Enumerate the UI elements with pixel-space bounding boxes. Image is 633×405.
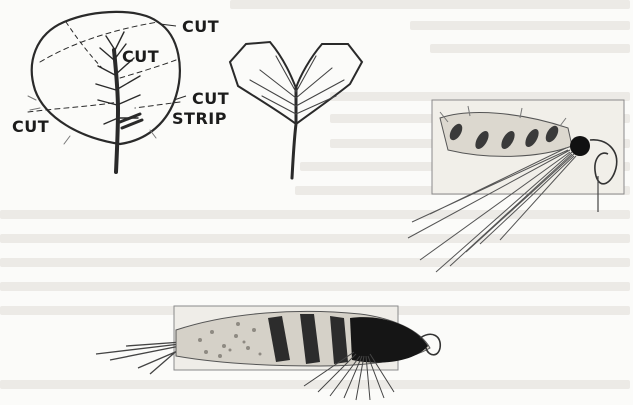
feather-outline [32, 12, 180, 144]
fly-tail-fibers [96, 342, 182, 374]
label-strip: STRIP [172, 109, 227, 128]
fly-head [350, 317, 428, 363]
feather-stem [114, 50, 118, 172]
feather-cut-diagram [28, 12, 180, 172]
label-cut-center: CUT [122, 47, 159, 66]
cut-line-dashed [66, 22, 102, 68]
label-cut-top-right: CUT [182, 17, 219, 36]
label-cut-right: CUT [192, 89, 229, 108]
trimmed-feather-diagram [230, 42, 362, 178]
strip-marks [120, 114, 142, 128]
label-cut-left: CUT [12, 117, 49, 136]
fly-head [570, 136, 590, 156]
trimmed-feather-stem [292, 88, 296, 178]
small-fly-illustration [408, 100, 624, 272]
large-fly-illustration [96, 306, 440, 400]
fly-body-bands [268, 314, 348, 364]
